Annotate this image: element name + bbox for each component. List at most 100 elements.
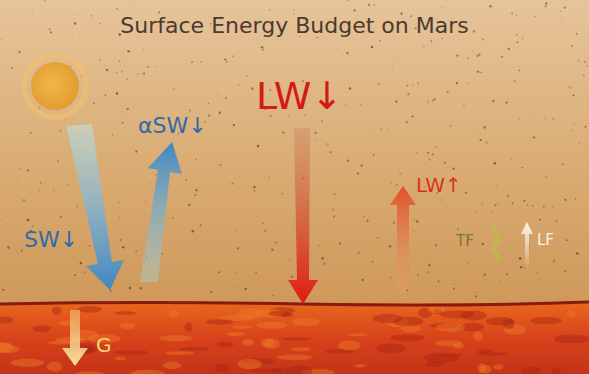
dust-speck [484, 126, 486, 128]
soil-mottle [226, 332, 246, 336]
dust-speck [218, 271, 220, 273]
dust-speck [246, 75, 248, 77]
dust-speck [100, 23, 101, 24]
dust-speck [467, 262, 469, 264]
dust-speck [321, 257, 323, 259]
dust-speck [155, 174, 157, 176]
dust-speck [519, 70, 520, 71]
dust-speck [233, 124, 235, 126]
dust-speck [224, 59, 226, 61]
dust-speck [399, 172, 401, 174]
dust-speck [566, 239, 568, 241]
dust-speck [574, 123, 576, 125]
dust-speck [321, 120, 323, 122]
dust-speck [507, 195, 510, 198]
dust-speck [74, 274, 76, 276]
dust-speck [583, 74, 585, 76]
dust-speck [412, 84, 414, 86]
dust-speck [366, 220, 368, 222]
dust-speck [427, 152, 429, 154]
dust-speck [282, 131, 284, 133]
dust-speck [450, 125, 451, 126]
latent-flux-label: LF [537, 232, 554, 249]
soil-mottle [33, 325, 51, 332]
dust-speck [118, 202, 119, 203]
dust-speck [200, 224, 202, 226]
latent-flux-arrow [521, 222, 533, 270]
dust-speck [0, 276, 1, 277]
dust-speck [435, 244, 437, 246]
dust-speck [273, 295, 275, 297]
dust-speck [4, 64, 6, 66]
dust-speck [545, 176, 547, 178]
soil-mottle [115, 350, 149, 354]
soil-mottle [292, 318, 320, 326]
dust-speck [275, 241, 277, 243]
dust-speck [261, 46, 263, 48]
dust-speck [483, 273, 485, 275]
dust-speck [346, 52, 348, 54]
dust-speck [122, 122, 124, 124]
soil-mottle [261, 338, 274, 347]
dust-speck [127, 78, 128, 79]
dust-speck [17, 178, 18, 179]
dust-speck [8, 167, 10, 169]
dust-speck [208, 114, 210, 116]
dust-speck [329, 152, 331, 154]
dust-speck [110, 290, 112, 292]
dust-speck [472, 50, 474, 52]
sun-halo [24, 55, 86, 117]
soil-mottle [436, 323, 465, 332]
dust-speck [429, 262, 431, 264]
dust-speck [188, 203, 190, 205]
dust-speck [145, 215, 146, 216]
dust-speck [453, 288, 455, 290]
dust-speck [189, 109, 191, 111]
soil-mottle [478, 349, 492, 353]
dust-speck [76, 205, 78, 207]
dust-speck [368, 4, 370, 6]
dust-speck [501, 160, 503, 162]
dust-speck [501, 56, 503, 58]
dust-speck [573, 94, 575, 96]
dust-speck [350, 188, 352, 190]
dust-speck [229, 58, 231, 60]
dust-speck [200, 61, 202, 63]
dust-speck [522, 38, 523, 39]
dust-speck [292, 9, 294, 11]
dust-speck [204, 94, 206, 96]
dust-speck [552, 207, 553, 208]
dust-speck [57, 160, 59, 162]
dust-speck [432, 99, 434, 101]
dust-speck [192, 230, 195, 233]
dust-speck [475, 296, 477, 298]
dust-speck [482, 243, 484, 245]
dust-speck [135, 151, 137, 153]
dust-speck [123, 286, 125, 288]
dust-speck [336, 48, 337, 49]
dust-speck [127, 108, 129, 110]
dust-speck [413, 219, 415, 221]
dust-speck [372, 245, 374, 247]
dust-speck [271, 248, 274, 251]
title: Surface Energy Budget on Mars [120, 14, 468, 38]
turbulent-flux-wave [494, 225, 499, 262]
dust-speck [90, 15, 92, 17]
dust-speck [368, 128, 369, 129]
dust-speck [27, 219, 30, 222]
dust-speck [50, 31, 52, 33]
dust-speck [47, 252, 48, 253]
dust-speck [245, 288, 247, 290]
dust-speck [523, 200, 525, 202]
dust-speck [262, 49, 264, 51]
dust-speck [314, 132, 316, 134]
soil-mottle [10, 359, 44, 367]
dust-speck [454, 283, 456, 285]
dust-speck [485, 141, 487, 143]
dust-speck [370, 169, 372, 171]
dust-speck [219, 112, 221, 114]
dust-speck [456, 82, 458, 84]
dust-speck [562, 163, 564, 165]
dust-speck [536, 272, 537, 273]
